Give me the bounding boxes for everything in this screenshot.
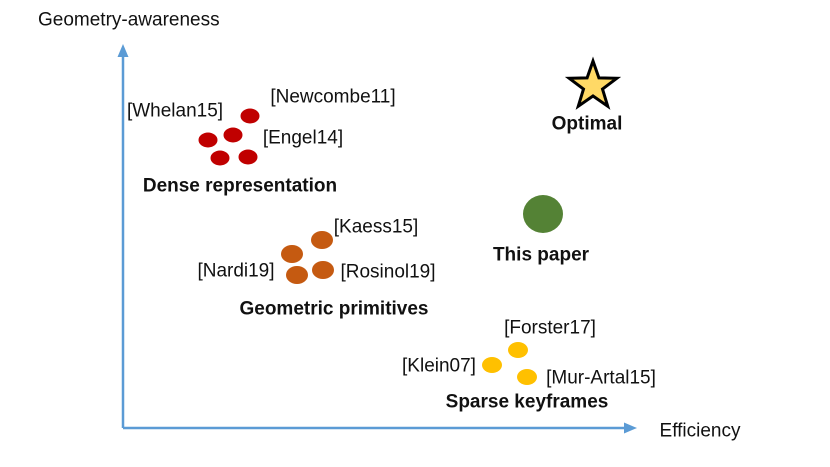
data-point-dense-representation [223,127,243,143]
data-point-sparse-keyframes [482,357,502,373]
citation-label-klein07: [Klein07] [402,356,476,377]
data-point-geometric-primitives [312,261,334,279]
citation-label-nardi19: [Nardi19] [197,261,274,282]
data-point-geometric-primitives [286,266,308,284]
citation-label-rosinol19: [Rosinol19] [340,262,435,283]
marker-this-paper [523,195,563,233]
data-point-geometric-primitives [281,245,303,263]
data-point-dense-representation [210,150,230,166]
x-axis-arrowhead-icon [624,422,637,434]
cluster-label-dense-representation: Dense representation [143,176,337,197]
y-axis-label: Geometry-awareness [38,10,220,31]
data-point-geometric-primitives [311,231,333,249]
cluster-label-geometric-primitives: Geometric primitives [239,299,428,320]
data-point-sparse-keyframes [508,342,528,358]
y-axis-arrowhead-icon [117,44,129,57]
citation-label-kaess15: [Kaess15] [334,217,419,238]
cluster-label-sparse-keyframes: Sparse keyframes [446,392,609,413]
data-point-dense-representation [240,108,260,124]
highlight-label-optimal: Optimal [552,114,623,135]
star-marker-optimal [564,56,622,110]
citation-label-newcombe11: [Newcombe11] [270,87,395,108]
chart-content: [Whelan15] [Newcombe11] [Engel14] Dense rep… [117,44,656,434]
data-point-dense-representation [198,132,218,148]
citation-label-whelan15: [Whelan15] [127,101,223,122]
data-point-sparse-keyframes [517,369,537,385]
citation-label-forster17: [Forster17] [504,318,596,339]
citation-label-mur-artal15: [Mur-Artal15] [546,368,656,389]
highlight-label-this-paper: This paper [493,245,590,266]
data-point-dense-representation [238,149,258,165]
x-axis-label: Efficiency [660,421,741,442]
citation-label-engel14: [Engel14] [263,128,343,149]
